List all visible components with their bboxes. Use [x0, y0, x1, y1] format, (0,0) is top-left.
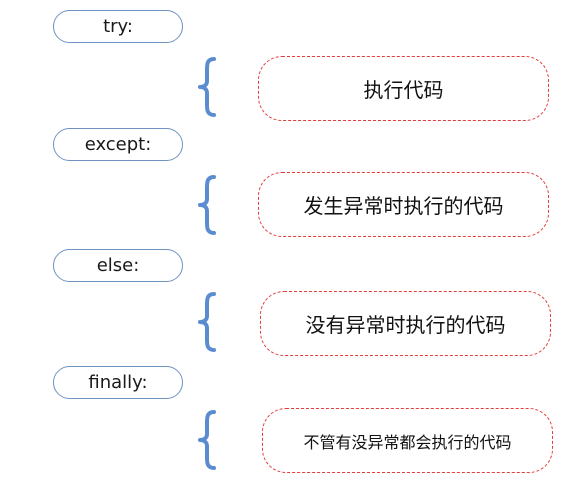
- except-code-label: 发生异常时执行的代码: [303, 194, 504, 218]
- except-code-box: 发生异常时执行的代码: [258, 172, 549, 237]
- try-code-box: 执行代码: [258, 56, 549, 121]
- else-keyword-box: else:: [53, 249, 183, 282]
- else-code-box: 没有异常时执行的代码: [260, 291, 551, 356]
- try-keyword-label: try:: [103, 16, 133, 37]
- try-code-label: 执行代码: [363, 78, 444, 102]
- try-keyword-box: try:: [53, 10, 183, 43]
- except-brace-icon: [198, 175, 216, 235]
- finally-keyword-box: finally:: [53, 366, 183, 399]
- except-keyword-label: except:: [84, 134, 152, 155]
- finally-code-box: 不管有没异常都会执行的代码: [262, 408, 553, 473]
- try-brace-icon: [198, 57, 216, 117]
- finally-brace-icon: [198, 410, 216, 470]
- except-keyword-box: except:: [53, 128, 183, 161]
- else-code-label: 没有异常时执行的代码: [305, 313, 506, 337]
- else-keyword-label: else:: [96, 255, 140, 276]
- else-brace-icon: [198, 292, 216, 352]
- finally-code-label: 不管有没异常都会执行的代码: [303, 432, 512, 452]
- finally-keyword-label: finally:: [88, 372, 148, 393]
